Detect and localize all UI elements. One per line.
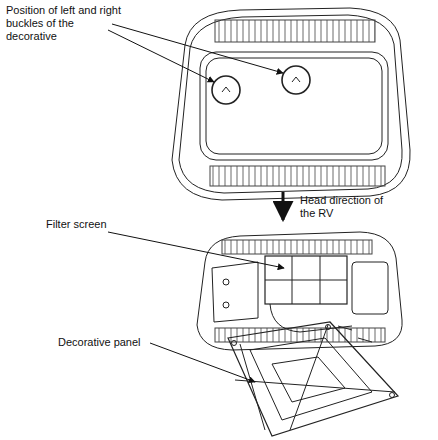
top-housing <box>172 8 410 200</box>
direction-label: Head direction of the RV <box>300 194 400 220</box>
decorative-panel <box>228 322 398 436</box>
filter-screen <box>265 256 347 304</box>
callout-label: Decorative panel <box>58 336 158 349</box>
middle-housing <box>197 232 402 350</box>
callout-label: Position of left and right buckles of th… <box>6 4 124 43</box>
callout-label: Filter screen <box>46 218 146 231</box>
direction-arrow <box>282 192 285 220</box>
leader-lines <box>108 24 284 382</box>
